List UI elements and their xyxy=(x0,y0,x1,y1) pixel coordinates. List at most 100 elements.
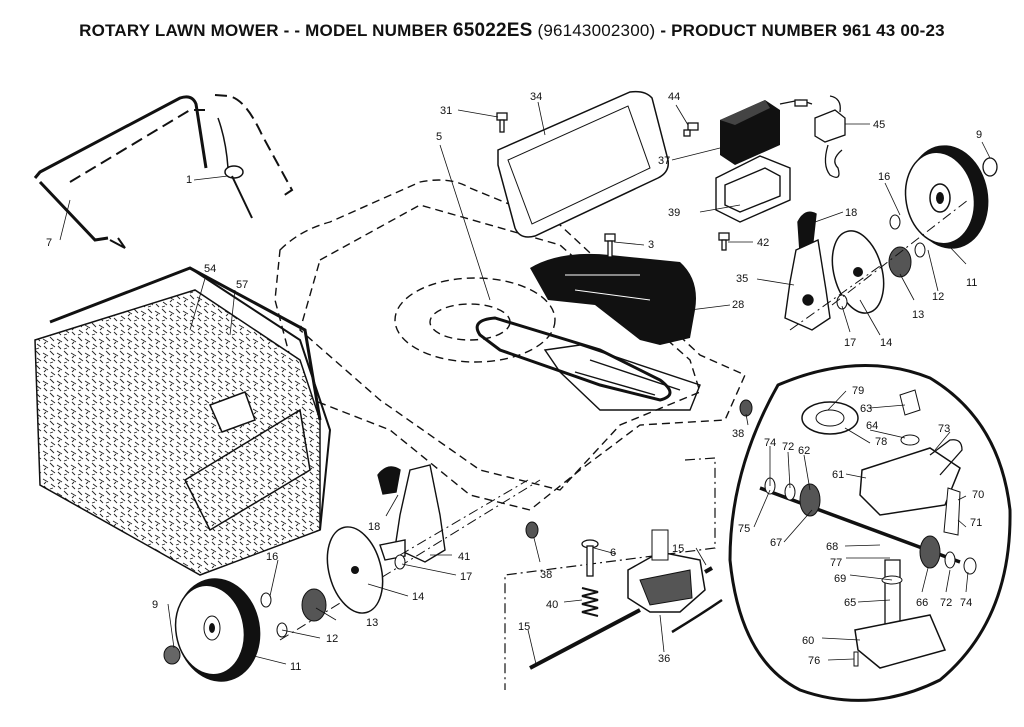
callout-31: 31 xyxy=(440,105,452,117)
callout-66: 66 xyxy=(916,597,928,609)
callout-45: 45 xyxy=(873,119,885,131)
title-suffix: - PRODUCT NUMBER 961 43 00-23 xyxy=(660,21,945,40)
right-axle-line xyxy=(789,199,969,331)
callout-74-bottom: 74 xyxy=(960,597,972,609)
title-model-number: 65022ES xyxy=(452,20,533,41)
callout-61: 61 xyxy=(832,469,844,481)
callout-11-left: 11 xyxy=(290,661,301,673)
left-height-adjuster xyxy=(377,464,446,563)
callout-7: 7 xyxy=(46,237,52,249)
callout-35: 35 xyxy=(736,273,748,285)
leader-lines xyxy=(59,101,991,665)
callout-67: 67 xyxy=(770,537,782,549)
callout-18-left: 18 xyxy=(368,521,380,533)
belt-cover xyxy=(530,253,696,345)
mower-deck xyxy=(274,179,746,511)
callout-16-right: 16 xyxy=(878,171,890,183)
callout-36: 36 xyxy=(658,653,670,665)
right-gear-plate xyxy=(831,230,885,314)
callout-68: 68 xyxy=(826,541,838,553)
drive-belt xyxy=(475,316,672,402)
callout-40: 40 xyxy=(546,599,558,611)
callout-72-top: 72 xyxy=(782,441,794,453)
callout-71: 71 xyxy=(970,517,982,529)
callout-16-left: 16 xyxy=(266,551,278,563)
callout-13-left: 13 xyxy=(366,617,378,629)
callout-34: 34 xyxy=(530,91,542,103)
callout-44: 44 xyxy=(668,91,680,103)
screws xyxy=(496,112,730,258)
callout-15-bottom: 15 xyxy=(518,621,530,633)
callout-57: 57 xyxy=(236,279,248,291)
callout-3: 3 xyxy=(648,239,654,251)
handle-assembly xyxy=(33,94,294,249)
callout-41: 41 xyxy=(458,551,470,563)
callout-9-right: 9 xyxy=(976,129,982,141)
callout-65: 65 xyxy=(844,597,856,609)
callout-54: 54 xyxy=(204,263,216,275)
cable-lever xyxy=(217,117,253,219)
belt-cover-detail xyxy=(565,274,651,301)
transmission-bracket xyxy=(504,457,716,690)
pivot-pin xyxy=(581,539,599,577)
deck-drive-channel xyxy=(543,344,701,411)
callout-72-bottom: 72 xyxy=(940,597,952,609)
callout-37: 37 xyxy=(658,155,670,167)
bushing-right xyxy=(739,399,753,417)
callout-15-top: 15 xyxy=(672,543,684,555)
callout-78: 78 xyxy=(875,436,887,448)
callout-70: 70 xyxy=(972,489,984,501)
callout-1: 1 xyxy=(186,174,192,186)
callout-9-left: 9 xyxy=(152,599,158,611)
left-hubcap xyxy=(163,645,181,665)
charger xyxy=(779,95,846,178)
callout-42: 42 xyxy=(757,237,769,249)
callout-76: 76 xyxy=(808,655,820,667)
battery-tray xyxy=(715,155,791,223)
diagram-title: ROTARY LAWN MOWER - - MODEL NUMBER 65022… xyxy=(0,20,1024,42)
callout-60: 60 xyxy=(802,635,814,647)
right-wheel xyxy=(904,145,989,249)
callout-74-top: 74 xyxy=(764,437,776,449)
callout-64: 64 xyxy=(866,420,878,432)
callout-13-right: 13 xyxy=(912,309,924,321)
callout-labels: 1 7 31 34 44 37 45 9 5 16 18 39 3 42 11 … xyxy=(46,91,984,673)
callout-63: 63 xyxy=(860,403,872,415)
battery xyxy=(720,100,780,165)
spring xyxy=(581,587,599,617)
drive-shaft xyxy=(529,566,713,670)
callout-39: 39 xyxy=(668,207,680,219)
callout-6: 6 xyxy=(610,547,616,559)
callout-17-left: 17 xyxy=(460,571,472,583)
callout-14-left: 14 xyxy=(412,591,424,603)
hubcap xyxy=(982,157,998,177)
callout-77: 77 xyxy=(830,557,842,569)
callout-5: 5 xyxy=(436,131,442,143)
title-prefix: ROTARY LAWN MOWER - - MODEL NUMBER xyxy=(79,21,448,40)
callout-73: 73 xyxy=(938,423,950,435)
transmission-detail-inset xyxy=(671,364,1012,702)
callout-38-right: 38 xyxy=(732,428,744,440)
callout-18-right: 18 xyxy=(845,207,857,219)
callout-12-left: 12 xyxy=(326,633,338,645)
callout-14-right: 14 xyxy=(880,337,892,349)
left-gear-plate xyxy=(326,526,384,614)
rear-axle-line xyxy=(279,479,541,641)
transmission xyxy=(627,529,706,613)
callout-12-right: 12 xyxy=(932,291,944,303)
callout-11-right: 11 xyxy=(966,277,977,289)
callout-28: 28 xyxy=(732,299,744,311)
callout-17-right: 17 xyxy=(844,337,856,349)
bushing-left xyxy=(525,521,539,539)
grass-bag xyxy=(34,266,332,576)
title-code: (96143002300) xyxy=(537,21,656,40)
left-wheel xyxy=(174,578,261,682)
callout-62: 62 xyxy=(798,445,810,457)
top-cover xyxy=(497,90,670,238)
right-height-adjuster xyxy=(784,211,831,331)
callout-69: 69 xyxy=(834,573,846,585)
callout-38-left: 38 xyxy=(540,569,552,581)
right-drive-pinion xyxy=(836,214,926,310)
callout-79: 79 xyxy=(852,385,864,397)
